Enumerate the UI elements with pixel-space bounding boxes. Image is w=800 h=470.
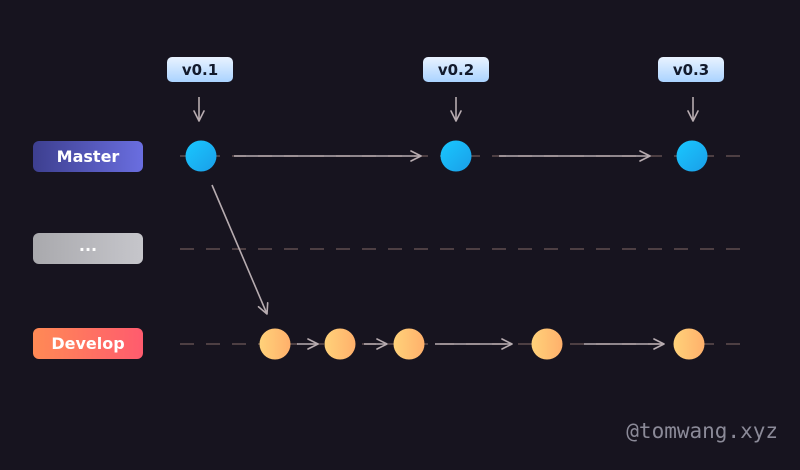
develop-commit bbox=[259, 328, 291, 360]
branch-label-master: Master bbox=[33, 141, 143, 172]
branch-off-arrow bbox=[211, 184, 269, 315]
branch-label-other: ... bbox=[33, 233, 143, 264]
develop-commit bbox=[673, 328, 705, 360]
develop-commit bbox=[393, 328, 425, 360]
tag-v03: v0.3 bbox=[658, 57, 724, 82]
tag-v02: v0.2 bbox=[423, 57, 489, 82]
develop-commit bbox=[324, 328, 356, 360]
branch-label-develop: Develop bbox=[33, 328, 143, 359]
master-commit bbox=[440, 140, 472, 172]
watermark: @tomwang.xyz bbox=[626, 419, 778, 443]
master-commit bbox=[676, 140, 708, 172]
master-commit bbox=[185, 140, 217, 172]
tag-v01: v0.1 bbox=[167, 57, 233, 82]
develop-commit bbox=[531, 328, 563, 360]
